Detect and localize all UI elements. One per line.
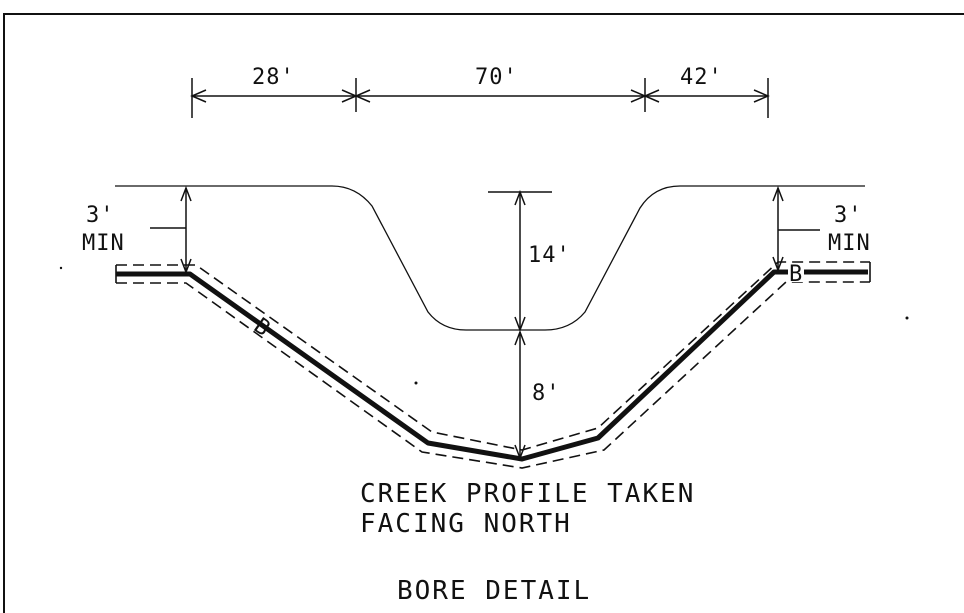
drawing-title: BORE DETAIL (397, 576, 591, 606)
arrow-head (180, 258, 192, 275)
span-left-label: 28' (252, 65, 295, 90)
arrow-head (753, 89, 770, 103)
cover-left-label: 3' (86, 203, 115, 228)
cover-right-note: MIN (828, 231, 871, 256)
note-line-2: FACING NORTH (360, 509, 572, 539)
bore-pipe-line (116, 269, 868, 462)
cover-right-label: 3' (834, 203, 863, 228)
stray-dot (905, 316, 909, 320)
arrow-head (772, 185, 784, 202)
arrow-head (772, 256, 784, 273)
note-line-1: CREEK PROFILE TAKEN (360, 479, 695, 509)
arrow-head (514, 444, 526, 461)
span-middle-label: 70' (475, 65, 518, 90)
bore-depth-label: 8' (532, 381, 561, 406)
arrow-head (514, 329, 526, 346)
pipe-marker-right-box (788, 264, 804, 282)
stray-dot (59, 266, 63, 270)
arrow-head (190, 89, 207, 103)
cover-left-dimension (150, 185, 192, 275)
pipe-marker-right: B (789, 262, 803, 287)
creek-profile-line (115, 185, 865, 331)
casing-lower-line (116, 281, 870, 469)
bore-depth-dimension (514, 329, 526, 461)
span-right-label: 42' (680, 65, 723, 90)
arrow-head (180, 185, 192, 202)
cover-left-note: MIN (82, 231, 125, 256)
arrow-head (354, 89, 371, 103)
cover-right-dimension (772, 185, 820, 273)
span-dimension-group (190, 78, 770, 118)
stray-dot (414, 381, 418, 385)
pipe-casing (116, 261, 870, 469)
creek-depth-label: 14' (528, 243, 571, 268)
arrow-head (643, 89, 660, 103)
arrow-head (514, 189, 526, 206)
drawing-border (3, 13, 964, 613)
